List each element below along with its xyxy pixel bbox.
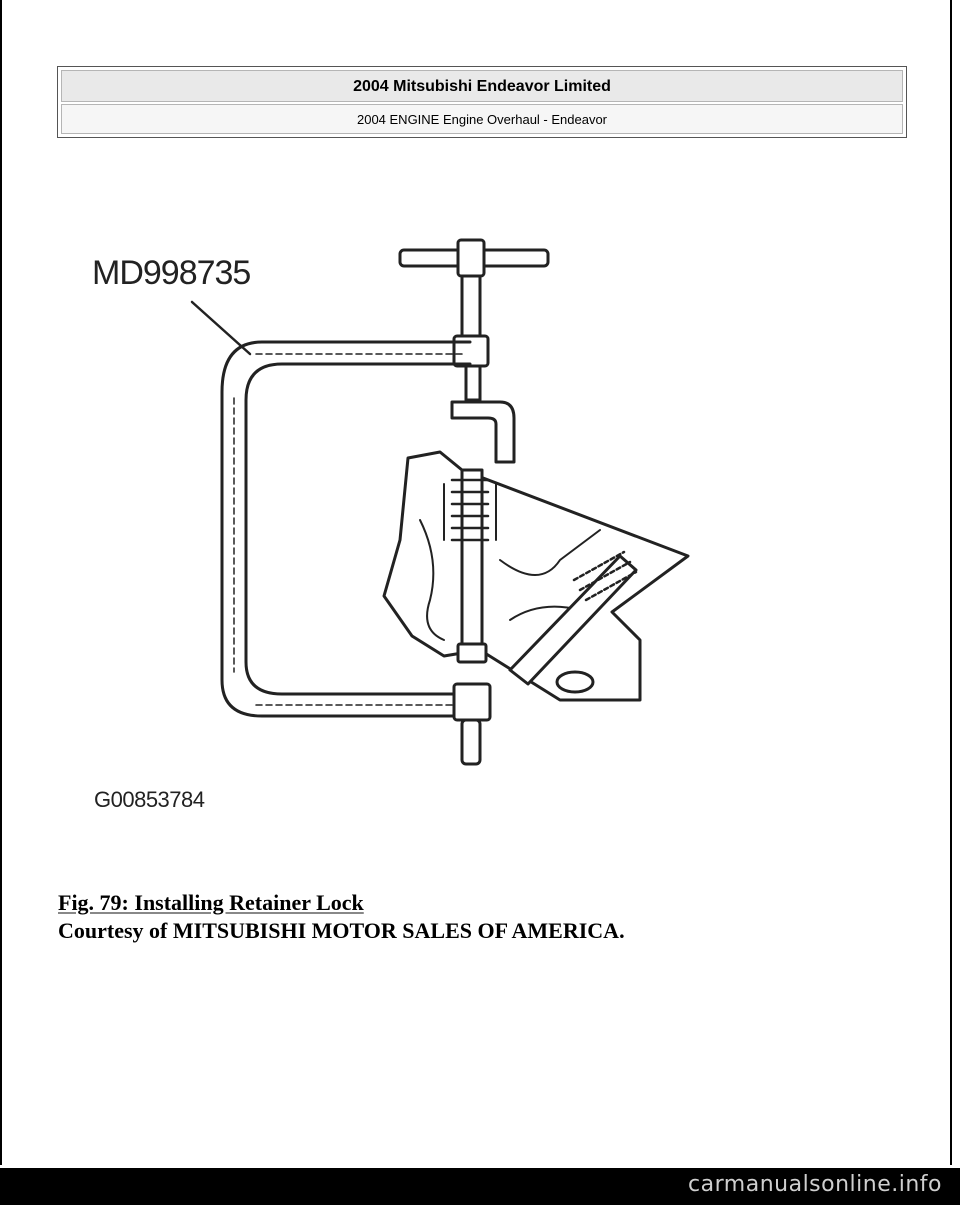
section-title: 2004 ENGINE Engine Overhaul - Endeavor (61, 104, 903, 134)
footer-bar: carmanualsonline.info (0, 1168, 960, 1205)
c-frame-outer (220, 340, 472, 718)
watermark-site-link[interactable]: carmanualsonline.info (688, 1172, 942, 1197)
c-frame-inner (244, 362, 472, 696)
cylinder-head (382, 450, 690, 702)
image-code: G00853784 (94, 787, 205, 812)
figure-credit: Courtesy of MITSUBISHI MOTOR SALES OF AM… (58, 918, 625, 943)
upper-screw (460, 274, 482, 340)
t-handle-hub (456, 238, 486, 278)
upper-jaw (450, 400, 516, 464)
figure-title: Fig. 79: Installing Retainer Lock (58, 890, 364, 915)
valve-spring-compressor-illustration (190, 238, 690, 766)
document-header: 2004 Mitsubishi Endeavor Limited 2004 EN… (57, 66, 907, 138)
exhaust-valve (508, 554, 638, 686)
label-leader-line (190, 300, 252, 356)
lower-collar (452, 682, 492, 722)
page-border-left (0, 0, 2, 1165)
lower-screw (460, 718, 482, 766)
vehicle-title: 2004 Mitsubishi Endeavor Limited (61, 70, 903, 102)
page-border-right (950, 0, 952, 1165)
figure-caption: Fig. 79: Installing Retainer Lock Courte… (58, 890, 625, 944)
valve-stem (460, 468, 484, 662)
tool-part-number: MD998735 (92, 254, 251, 292)
